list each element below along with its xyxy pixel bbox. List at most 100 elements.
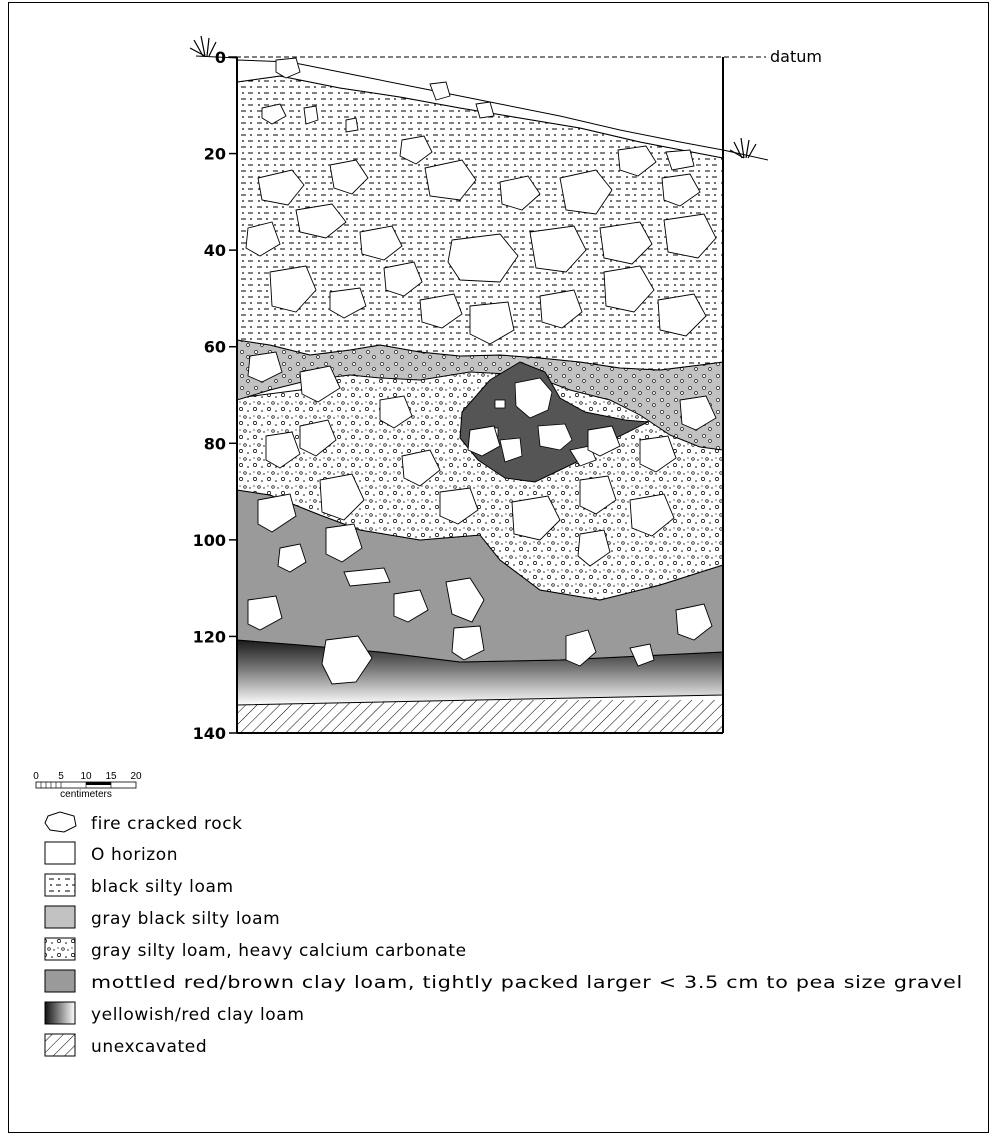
fire-cracked-rock: [639, 435, 677, 473]
fire-cracked-rock: [475, 101, 495, 119]
legend-label-yellowish-clay-loam: yellowish/red clay loam: [91, 1005, 304, 1025]
fire-cracked-rock: [275, 57, 301, 79]
fire-cracked-rock: [439, 487, 479, 525]
fire-cracked-rock: [379, 395, 413, 429]
fire-cracked-rock: [303, 105, 319, 125]
legend-swatch-gray-silty-loam: [44, 937, 76, 961]
legend-swatch-black-silty-loam: [44, 873, 76, 897]
fire-cracked-rock: [451, 625, 485, 661]
fire-cracked-rock: [401, 449, 441, 487]
depth-tick-label: 20: [204, 145, 226, 164]
legend-label-unexcavated: unexcavated: [91, 1037, 207, 1057]
fire-cracked-rock: [499, 175, 541, 211]
fire-cracked-rock: [539, 289, 583, 329]
fire-cracked-rock: [325, 523, 363, 563]
scale-unit-label: centimeters: [60, 789, 112, 800]
fire-cracked-rock: [321, 635, 373, 685]
fire-cracked-rock: [565, 629, 597, 667]
grass-tuft-icon: [189, 35, 217, 57]
fire-cracked-rock: [675, 603, 713, 641]
legend-label-gray-silty-loam: gray silty loam, heavy calcium carbonate: [91, 941, 467, 961]
depth-tick-label: 0: [215, 48, 226, 67]
fire-cracked-rock: [345, 117, 359, 133]
fire-cracked-rock: [247, 595, 283, 631]
fire-cracked-rock: [629, 493, 675, 537]
fire-cracked-rock: [537, 423, 573, 451]
fire-cracked-rock: [245, 221, 281, 257]
fire-cracked-rock: [599, 221, 653, 265]
grass-tuft-icon: [729, 137, 757, 159]
fire-cracked-rock: [299, 365, 341, 403]
fire-cracked-rock: [511, 495, 561, 541]
fire-cracked-rock: [617, 145, 657, 177]
fire-cracked-rock: [269, 265, 317, 313]
fire-cracked-rock: [399, 135, 433, 165]
fire-cracked-rock: [419, 293, 463, 329]
fire-cracked-rock: [257, 169, 305, 206]
profile-layers: [237, 57, 723, 734]
fire-cracked-rock: [299, 419, 337, 457]
fire-cracked-rock: [603, 265, 655, 313]
depth-tick-label: 60: [204, 338, 226, 357]
legend-label-gray-black-silty-loam: gray black silty loam: [91, 909, 280, 929]
legend-label-mottled-clay-loam: mottled red/brown clay loam, tightly pac…: [91, 973, 963, 993]
fire-cracked-rock: [257, 493, 297, 533]
fire-cracked-rock: [499, 437, 523, 463]
fire-cracked-rocks: [245, 57, 717, 685]
fire-cracked-rock: [424, 159, 477, 201]
fire-cracked-rock: [295, 203, 347, 239]
legend-swatch-fire-cracked-rock-icon: [44, 811, 77, 833]
legend-swatch-o-horizon: [44, 841, 76, 865]
scale-tick-label: 15: [105, 771, 117, 782]
fire-cracked-rock: [359, 225, 403, 261]
fire-cracked-rock: [679, 395, 717, 431]
fire-cracked-rock: [559, 169, 613, 215]
fire-cracked-rock: [277, 543, 307, 573]
depth-tick-label: 140: [193, 724, 226, 743]
fire-cracked-rock: [429, 81, 451, 101]
fire-cracked-rock: [319, 473, 365, 521]
legend-swatch-yellowish-clay-loam: [44, 1001, 76, 1025]
fire-cracked-rock: [577, 529, 611, 567]
fire-cracked-rock: [629, 643, 655, 667]
depth-tick-label: 40: [204, 241, 226, 260]
legend-label-black-silty-loam: black silty loam: [91, 877, 234, 897]
legend: fire cracked rock O horizon black silty …: [44, 811, 963, 1057]
fire-cracked-rock: [445, 577, 485, 623]
fire-cracked-rock: [469, 301, 515, 345]
scale-tick-label: 0: [33, 771, 39, 782]
scale-tick-label: 10: [80, 771, 92, 782]
fire-cracked-rock: [247, 351, 283, 383]
depth-tick-label: 80: [204, 434, 226, 453]
fire-cracked-rock: [514, 377, 553, 419]
fire-cracked-rock: [467, 425, 501, 457]
fire-cracked-rock: [343, 567, 391, 587]
layer-unexcavated: [237, 700, 723, 734]
fire-cracked-rock: [587, 425, 621, 457]
fire-cracked-rock: [261, 103, 287, 125]
depth-tick-label: 120: [193, 627, 226, 646]
depth-axis: 0 20 40 60 80 100 120 140: [193, 48, 237, 743]
fire-cracked-rock: [265, 431, 301, 469]
fire-cracked-rock: [393, 589, 429, 623]
legend-label-o-horizon: O horizon: [91, 845, 178, 865]
fire-cracked-rock: [657, 293, 707, 337]
fire-cracked-rock: [529, 225, 587, 273]
fire-cracked-rock: [494, 399, 506, 409]
fire-cracked-rock: [579, 475, 617, 515]
datum-label: datum: [770, 47, 822, 66]
fire-cracked-rock: [329, 159, 369, 195]
legend-swatch-mottled-clay-loam: [44, 969, 76, 993]
fire-cracked-rock: [447, 233, 519, 283]
legend-swatch-unexcavated: [44, 1033, 76, 1057]
depth-tick-label: 100: [193, 531, 226, 550]
legend-swatch-gray-black-silty-loam: [44, 905, 76, 929]
fire-cracked-rock: [661, 173, 701, 207]
scale-tick-label: 5: [58, 771, 64, 782]
fire-cracked-rock: [329, 287, 367, 319]
profile-outline: [236, 57, 724, 734]
legend-label-fire-cracked-rock: fire cracked rock: [91, 814, 243, 834]
fire-cracked-rock: [663, 213, 717, 259]
